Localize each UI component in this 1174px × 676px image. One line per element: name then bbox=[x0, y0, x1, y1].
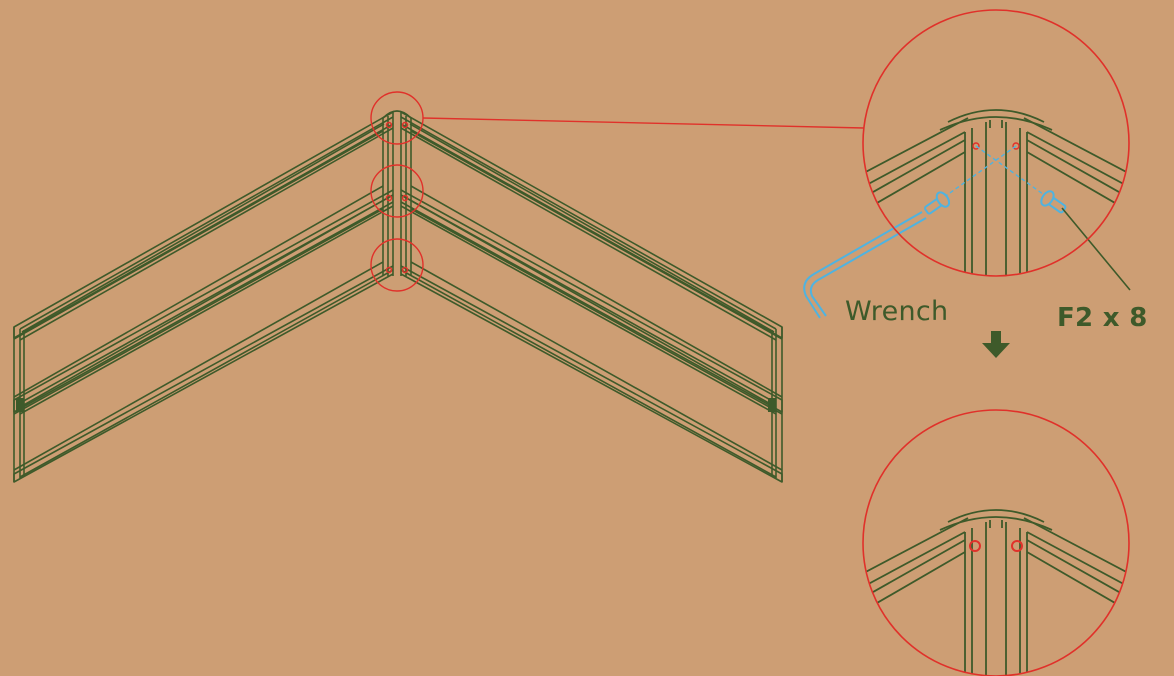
joint-highlights bbox=[370, 91, 424, 292]
arrow-down-icon bbox=[982, 331, 1010, 358]
detail-leader-line bbox=[422, 117, 865, 129]
detail-circle-after bbox=[862, 409, 1130, 676]
screw-icon bbox=[924, 190, 1067, 215]
joint-highlight-bottom bbox=[370, 238, 424, 292]
joint-highlight-top bbox=[370, 91, 424, 145]
raised-bed-frame bbox=[13, 110, 783, 483]
tool-label: Wrench bbox=[845, 296, 949, 327]
corner-post bbox=[382, 110, 412, 276]
left-panels bbox=[13, 111, 394, 483]
part-count-label: F2 x 8 bbox=[1057, 303, 1148, 333]
detail-view-before bbox=[803, 9, 1131, 319]
joint-highlight-middle bbox=[370, 164, 424, 218]
detail-view-after bbox=[862, 409, 1130, 676]
right-panels bbox=[400, 111, 783, 483]
hex-key-icon bbox=[803, 211, 927, 319]
detail-circle-before bbox=[862, 9, 1130, 277]
